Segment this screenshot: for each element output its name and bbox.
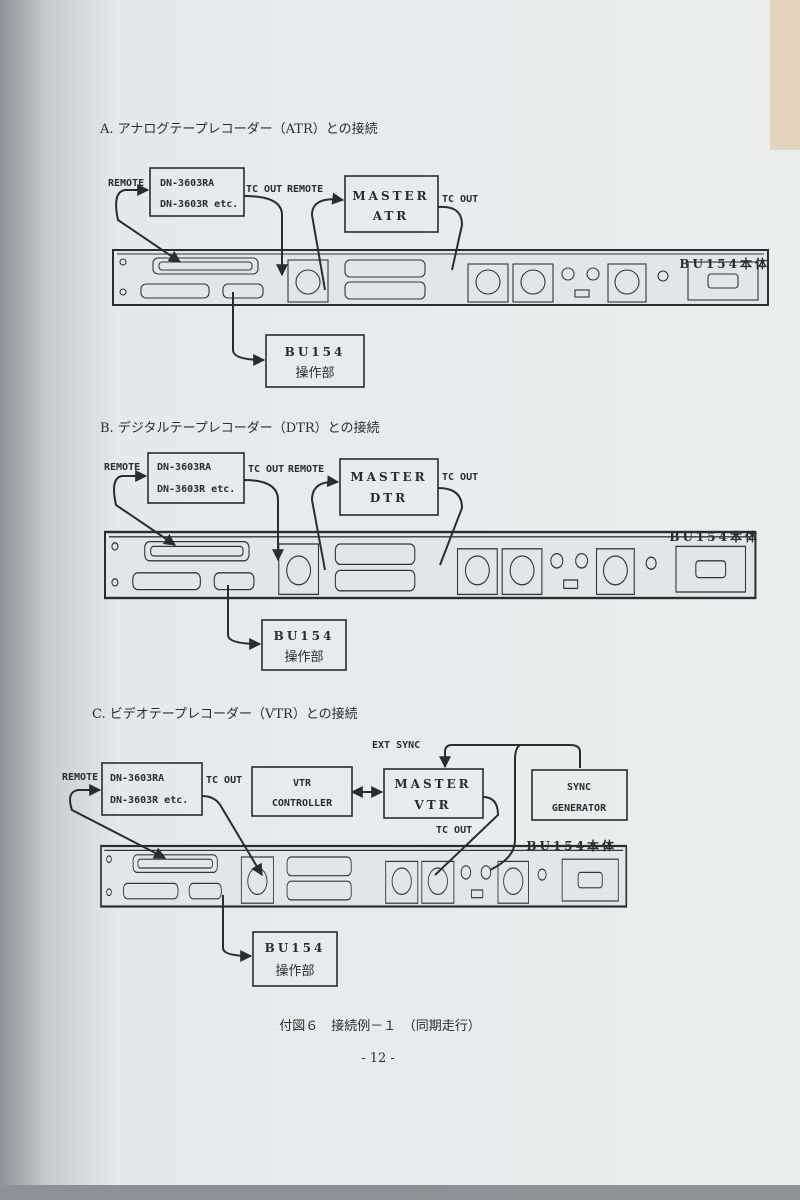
tc-out-label-right: TC OUT xyxy=(442,472,478,483)
tc-out-label: TC OUT xyxy=(246,184,282,195)
sync-line2: GENERATOR xyxy=(552,803,607,814)
figure-caption: 付図６ 接続例－１ （同期走行） xyxy=(279,1018,481,1034)
cable xyxy=(115,184,181,263)
bu154-rear-panel xyxy=(103,530,757,600)
tc-out-label: TC OUT xyxy=(248,464,284,475)
cable xyxy=(437,487,464,566)
cable xyxy=(489,744,521,871)
bu154-rear-panel xyxy=(112,249,769,306)
cable xyxy=(439,744,581,769)
remote-label: REMOTE xyxy=(108,178,144,189)
cable xyxy=(437,205,464,271)
sync-generator-box xyxy=(531,769,628,821)
page-number: - 12 - xyxy=(361,1051,395,1066)
unit-label: BU154本体 xyxy=(526,838,617,853)
control-box xyxy=(252,931,338,987)
device-line1: DN-3603RA xyxy=(160,178,214,189)
remote-label: REMOTE xyxy=(104,462,140,473)
control-line1: BU154 xyxy=(274,629,335,643)
master-line2: VTR xyxy=(413,798,451,812)
device-line1: DN-3603RA xyxy=(110,773,164,784)
tc-out-label: TC OUT xyxy=(206,775,242,786)
cable xyxy=(222,895,253,962)
master-line1: MASTER xyxy=(350,470,427,484)
control-box xyxy=(265,334,365,388)
tc-out-master-label: TC OUT xyxy=(436,825,472,836)
unit-label: BU154本体 xyxy=(669,529,760,544)
master-box xyxy=(344,175,439,233)
remote-label: REMOTE xyxy=(62,772,98,783)
control-line2: 操作部 xyxy=(275,963,314,979)
cable xyxy=(310,192,345,291)
master-line1: MASTER xyxy=(394,777,471,791)
controller-line1: VTR xyxy=(293,778,312,789)
master-line1: MASTER xyxy=(352,189,429,203)
device-line2: DN-3603R etc. xyxy=(160,199,238,210)
section-b: B. デジタルテープレコーダー（DTR）との接続 REMOTE DN-3603R… xyxy=(100,420,760,671)
ext-sync-label: EXT SYNC xyxy=(372,740,420,751)
control-line1: BU154 xyxy=(265,941,326,955)
section-a: A. アナログテープレコーダー（ATR）との接続 REMOTE DN-3603R… xyxy=(99,121,770,388)
device-line1: DN-3603RA xyxy=(157,462,211,473)
control-line2: 操作部 xyxy=(284,649,323,665)
bu154-rear-panel xyxy=(99,844,628,908)
section-c: C. ビデオテープレコーダー（VTR）との接続 EXT SYNC REMOTE … xyxy=(62,706,628,987)
unit-label: BU154本体 xyxy=(679,256,770,271)
stain xyxy=(770,0,800,150)
sync-line1: SYNC xyxy=(567,782,591,793)
remote-label-right: REMOTE xyxy=(287,184,323,195)
device-line2: DN-3603R etc. xyxy=(110,795,188,806)
section-b-title: B. デジタルテープレコーダー（DTR）との接続 xyxy=(100,420,380,436)
cable xyxy=(113,470,176,546)
remote-label-right: REMOTE xyxy=(288,464,324,475)
controller-line2: CONTROLLER xyxy=(272,798,333,809)
cable xyxy=(434,796,500,876)
cable xyxy=(310,475,340,571)
cable xyxy=(243,479,284,562)
cable xyxy=(201,795,263,877)
master-line2: ATR xyxy=(372,209,410,223)
section-a-title: A. アナログテープレコーダー（ATR）との接続 xyxy=(99,121,378,137)
section-c-title: C. ビデオテープレコーダー（VTR）との接続 xyxy=(92,706,358,722)
master-box xyxy=(383,768,484,819)
cable xyxy=(243,195,288,277)
cable xyxy=(232,292,266,366)
cable xyxy=(69,784,167,859)
control-box xyxy=(261,619,347,671)
control-line2: 操作部 xyxy=(295,365,334,381)
tc-out-label-right: TC OUT xyxy=(442,194,478,205)
control-line1: BU154 xyxy=(285,345,346,359)
device-line2: DN-3603R etc. xyxy=(157,484,235,495)
cable xyxy=(227,585,262,650)
master-line2: DTR xyxy=(370,491,408,505)
